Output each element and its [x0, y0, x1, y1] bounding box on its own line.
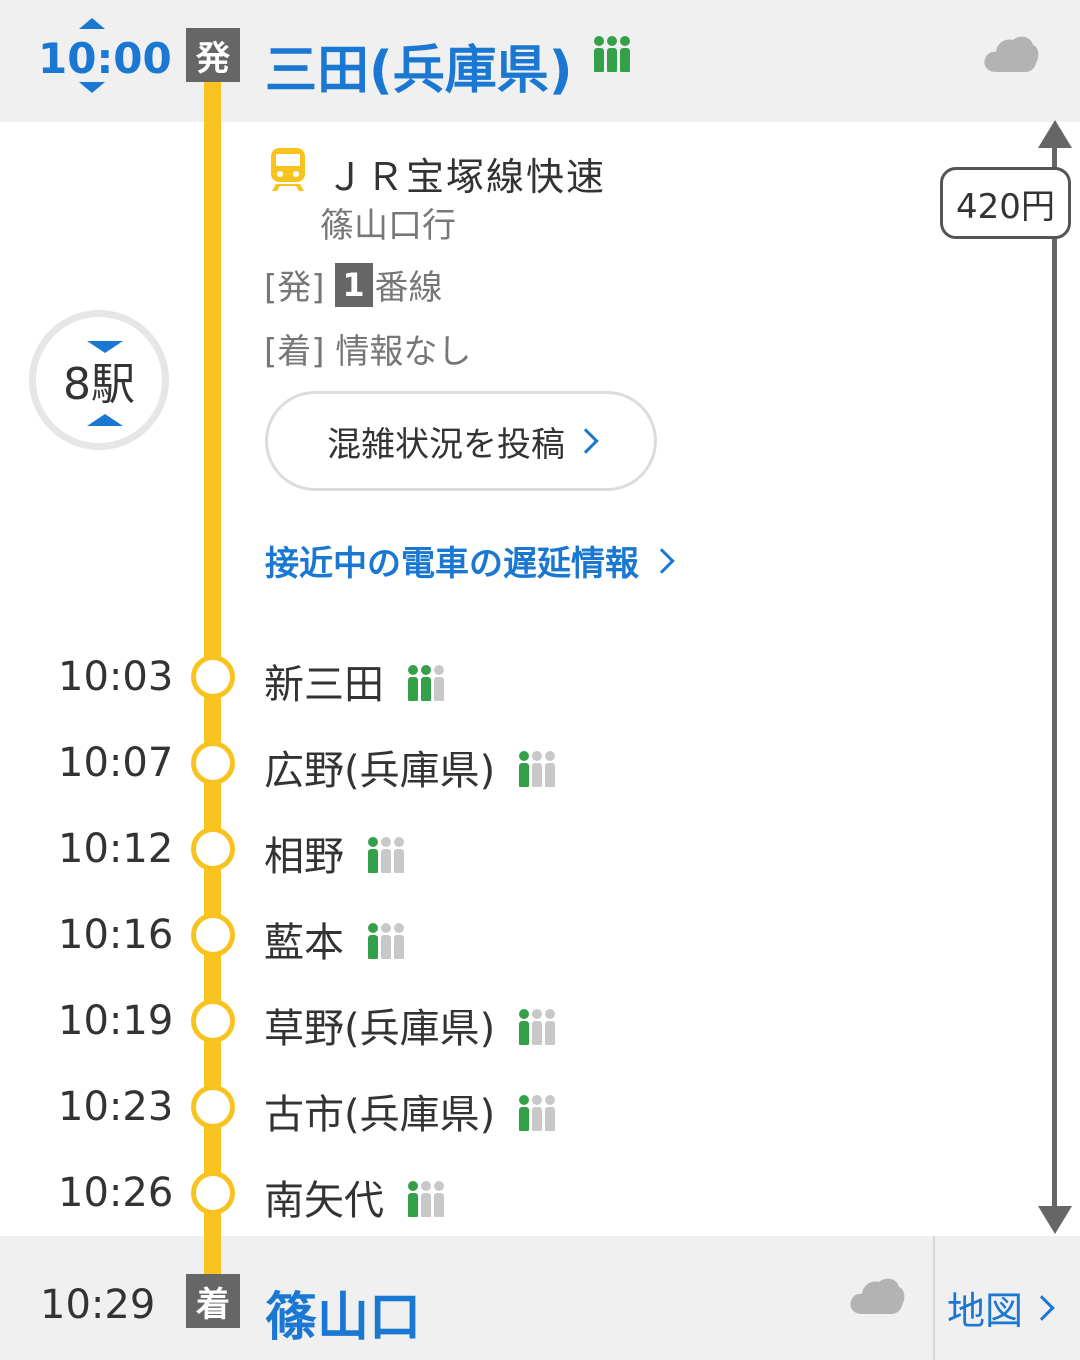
- departure-header: [0, 0, 1080, 122]
- stop-name-label: 藍本: [264, 920, 344, 966]
- crowd-level-icon: [594, 36, 630, 72]
- stop-name-label: 草野(兵庫県): [264, 1006, 496, 1052]
- stop-marker-icon: [191, 655, 235, 699]
- arrival-station[interactable]: 篠山口: [265, 1288, 422, 1348]
- cloud-icon: [848, 1272, 906, 1320]
- chevron-right-icon: [1029, 1294, 1055, 1321]
- chevron-right-icon: [649, 547, 675, 574]
- delay-info-link[interactable]: 接近中の電車の遅延情報: [265, 536, 675, 585]
- stop-marker-icon: [191, 999, 235, 1043]
- departure-platform-prefix: [発]: [264, 268, 325, 308]
- platform-suffix: 番線: [374, 268, 443, 308]
- departure-time[interactable]: 10:00: [38, 34, 172, 83]
- stop-name-label: 古市(兵庫県): [264, 1092, 496, 1138]
- arrival-badge: 着: [186, 1274, 240, 1328]
- stop-time: 10:16: [58, 912, 174, 958]
- stop-time: 10:12: [58, 826, 174, 872]
- crowd-level-icon: [408, 665, 444, 701]
- arrival-time: 10:29: [40, 1282, 156, 1328]
- cloud-icon: [982, 30, 1040, 78]
- stop-name: 広野(兵庫県): [264, 738, 556, 796]
- expand-arrow-icon: [87, 414, 123, 426]
- stops-count: 8駅: [63, 359, 135, 410]
- train-destination: 篠山口行: [320, 206, 456, 246]
- stop-row[interactable]: 10:07 広野(兵庫県): [0, 722, 1040, 808]
- stop-name: 新三田: [264, 652, 444, 710]
- stop-marker-icon: [191, 827, 235, 871]
- crowd-level-icon: [368, 923, 404, 959]
- train-line-name: ＪＲ宝塚線快速: [326, 155, 607, 199]
- time-up-arrow-icon[interactable]: [79, 18, 105, 29]
- departure-station[interactable]: 三田(兵庫県): [265, 41, 573, 101]
- stop-time: 10:23: [58, 1084, 174, 1130]
- crowd-post-label: 混雑状況を投稿: [327, 424, 565, 465]
- stop-row[interactable]: 10:26 南矢代: [0, 1152, 1040, 1238]
- map-label: 地図: [947, 1289, 1024, 1333]
- crowd-level-icon: [408, 1181, 444, 1217]
- stop-name-label: 南矢代: [264, 1178, 384, 1224]
- stop-name: 南矢代: [264, 1168, 444, 1226]
- stop-name: 古市(兵庫県): [264, 1082, 556, 1140]
- crowd-level-icon: [519, 1009, 556, 1045]
- stop-time: 10:07: [58, 740, 174, 786]
- stop-marker-icon: [191, 1171, 235, 1215]
- crowd-level-icon: [519, 1095, 556, 1131]
- stops-toggle-button[interactable]: 8駅: [29, 310, 169, 450]
- stop-row[interactable]: 10:19 草野(兵庫県): [0, 980, 1040, 1066]
- platform-number: 1: [334, 262, 373, 307]
- departure-platform: [発] 1 番線: [264, 260, 443, 309]
- fare-badge: 420円: [940, 167, 1071, 239]
- stop-row[interactable]: 10:12 相野: [0, 808, 1040, 894]
- stop-name: 藍本: [264, 910, 404, 968]
- stop-marker-icon: [191, 1085, 235, 1129]
- stop-name-label: 広野(兵庫県): [264, 748, 496, 794]
- duration-line: [1052, 140, 1057, 1212]
- time-down-arrow-icon[interactable]: [79, 82, 105, 93]
- stop-marker-icon: [191, 741, 235, 785]
- departure-badge: 発: [186, 28, 240, 82]
- stop-name-label: 新三田: [264, 662, 384, 708]
- arrival-platform: [着] 情報なし: [264, 332, 472, 372]
- stop-row[interactable]: 10:03 新三田: [0, 636, 1040, 722]
- divider: [933, 1236, 935, 1360]
- train-icon: [268, 146, 308, 196]
- stop-name: 相野: [264, 824, 404, 882]
- stop-row[interactable]: 10:16 藍本: [0, 894, 1040, 980]
- stop-name-label: 相野: [264, 834, 344, 880]
- crowd-level-icon: [519, 751, 556, 787]
- stop-time: 10:19: [58, 998, 174, 1044]
- stop-row[interactable]: 10:23 古市(兵庫県): [0, 1066, 1040, 1152]
- arrival-footer: [0, 1236, 1080, 1360]
- chevron-right-icon: [573, 428, 599, 454]
- stop-marker-icon: [191, 913, 235, 957]
- stop-name: 草野(兵庫県): [264, 996, 556, 1054]
- collapse-arrow-icon: [87, 341, 123, 353]
- delay-info-label: 接近中の電車の遅延情報: [265, 544, 639, 584]
- duration-arrow-down-icon: [1038, 1206, 1072, 1234]
- stop-time: 10:26: [58, 1170, 174, 1216]
- map-button[interactable]: 地図: [947, 1280, 1055, 1335]
- crowd-level-icon: [368, 837, 404, 873]
- crowd-post-button[interactable]: 混雑状況を投稿: [265, 391, 657, 491]
- stop-time: 10:03: [58, 654, 174, 700]
